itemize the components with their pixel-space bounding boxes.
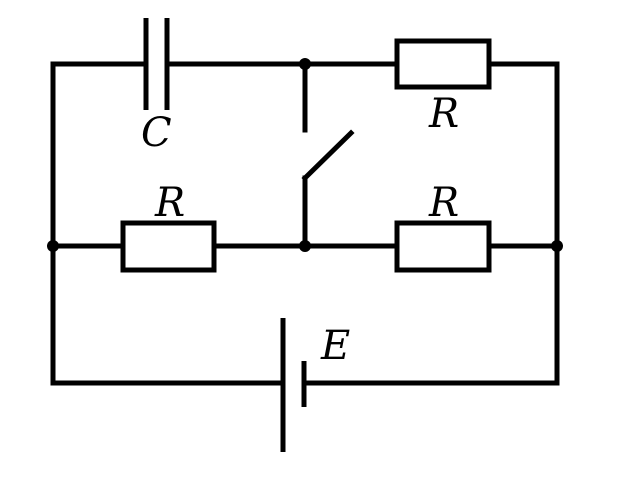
outer-wires [50, 61, 560, 386]
resistor-mid-right: R [394, 180, 492, 273]
switch [301, 61, 355, 249]
junction-top-center [299, 58, 311, 70]
junction-nodes [47, 58, 563, 252]
resistor-top-right-body [394, 38, 492, 90]
resistor-mid-left: R [120, 180, 217, 273]
resistor-top-right: R [394, 38, 492, 137]
capacitor: C [141, 18, 172, 156]
junction-mid-center [299, 240, 311, 252]
resistor-top-right-label: R [428, 91, 459, 137]
battery: E [280, 318, 350, 452]
switch-blade [301, 129, 355, 182]
resistor-mid-right-body [394, 220, 492, 273]
resistor-mid-left-label: R [154, 180, 185, 226]
capacitor-label: C [141, 110, 172, 156]
junction-mid-right [551, 240, 563, 252]
junction-mid-left [47, 240, 59, 252]
resistor-mid-left-body [120, 220, 217, 273]
resistor-mid-right-label: R [428, 180, 459, 226]
battery-label: E [320, 323, 350, 369]
